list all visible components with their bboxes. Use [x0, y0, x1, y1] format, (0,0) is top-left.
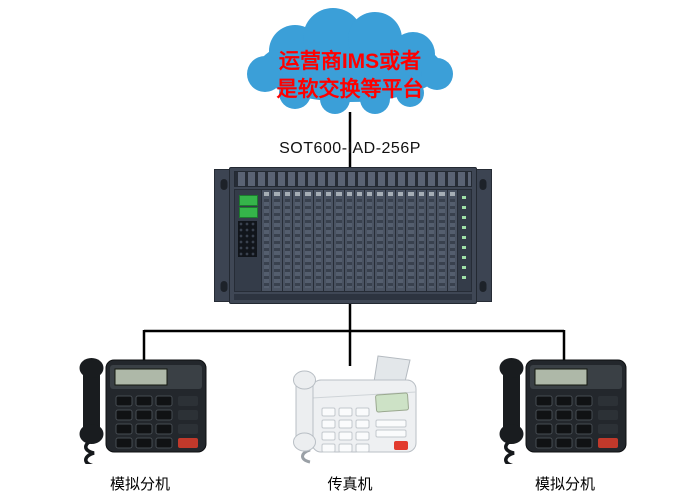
line-card	[447, 190, 457, 291]
line-card	[375, 190, 385, 291]
card-slot-row	[234, 189, 472, 292]
line-card	[334, 190, 344, 291]
device-chassis	[229, 167, 477, 304]
line-card	[427, 190, 437, 291]
port-block	[238, 221, 257, 257]
line-card	[303, 190, 313, 291]
screw-hole	[220, 179, 227, 190]
iad-device	[214, 167, 492, 304]
ethernet-port-icon	[239, 195, 258, 206]
endpoint-label-fax: 传真机	[327, 476, 373, 493]
line-card	[406, 190, 416, 291]
ims-cloud: 运营商IMS或者 是软交换等平台	[225, 6, 475, 118]
device-model-label: SOT600-IAD-256P	[279, 140, 421, 157]
line-card	[396, 190, 406, 291]
chassis-bottom-bar	[234, 294, 472, 300]
fax-machine-image	[292, 352, 432, 464]
cloud-shape	[247, 8, 453, 114]
line-card	[262, 190, 272, 291]
phone-handset	[79, 358, 104, 444]
led-strip	[462, 196, 467, 285]
endpoint-label-analog-right: 模拟分机	[534, 476, 595, 493]
line-card	[354, 190, 365, 291]
fax-stop-button	[394, 441, 408, 450]
phone-keypad	[115, 395, 173, 449]
control-module	[235, 190, 261, 291]
phone-function-keys	[598, 396, 618, 448]
cloud-text-line1: 运营商IMS或者	[279, 49, 421, 73]
handset-cord	[84, 438, 95, 468]
ethernet-port-icon	[239, 207, 258, 218]
line-card	[313, 190, 323, 291]
fax-body-seam	[311, 391, 417, 399]
fax-display	[375, 392, 409, 413]
screw-hole	[220, 281, 227, 292]
line-card	[385, 190, 396, 291]
handset-cord	[504, 438, 515, 468]
top-slot-row	[234, 171, 472, 187]
line-card	[416, 190, 426, 291]
line-card	[323, 190, 334, 291]
led-column	[457, 190, 471, 291]
line-card	[437, 190, 447, 291]
endpoint-label-analog-left: 模拟分机	[109, 476, 170, 493]
cloud-text-line2: 是软交换等平台	[277, 77, 424, 101]
phone-display	[114, 368, 168, 386]
analog-phone-left-image	[78, 350, 210, 468]
phone-handset	[499, 358, 524, 444]
line-card	[282, 190, 292, 291]
line-card	[344, 190, 354, 291]
screw-hole	[479, 179, 486, 190]
line-card	[292, 190, 303, 291]
phone-function-keys	[178, 396, 198, 448]
fax-keypad	[321, 407, 407, 453]
screw-hole	[479, 281, 486, 292]
phone-keypad	[535, 395, 593, 449]
line-card	[272, 190, 282, 291]
fax-handset	[293, 370, 316, 452]
analog-phone-right-image	[498, 350, 630, 468]
line-card	[365, 190, 375, 291]
phone-display	[534, 368, 588, 386]
